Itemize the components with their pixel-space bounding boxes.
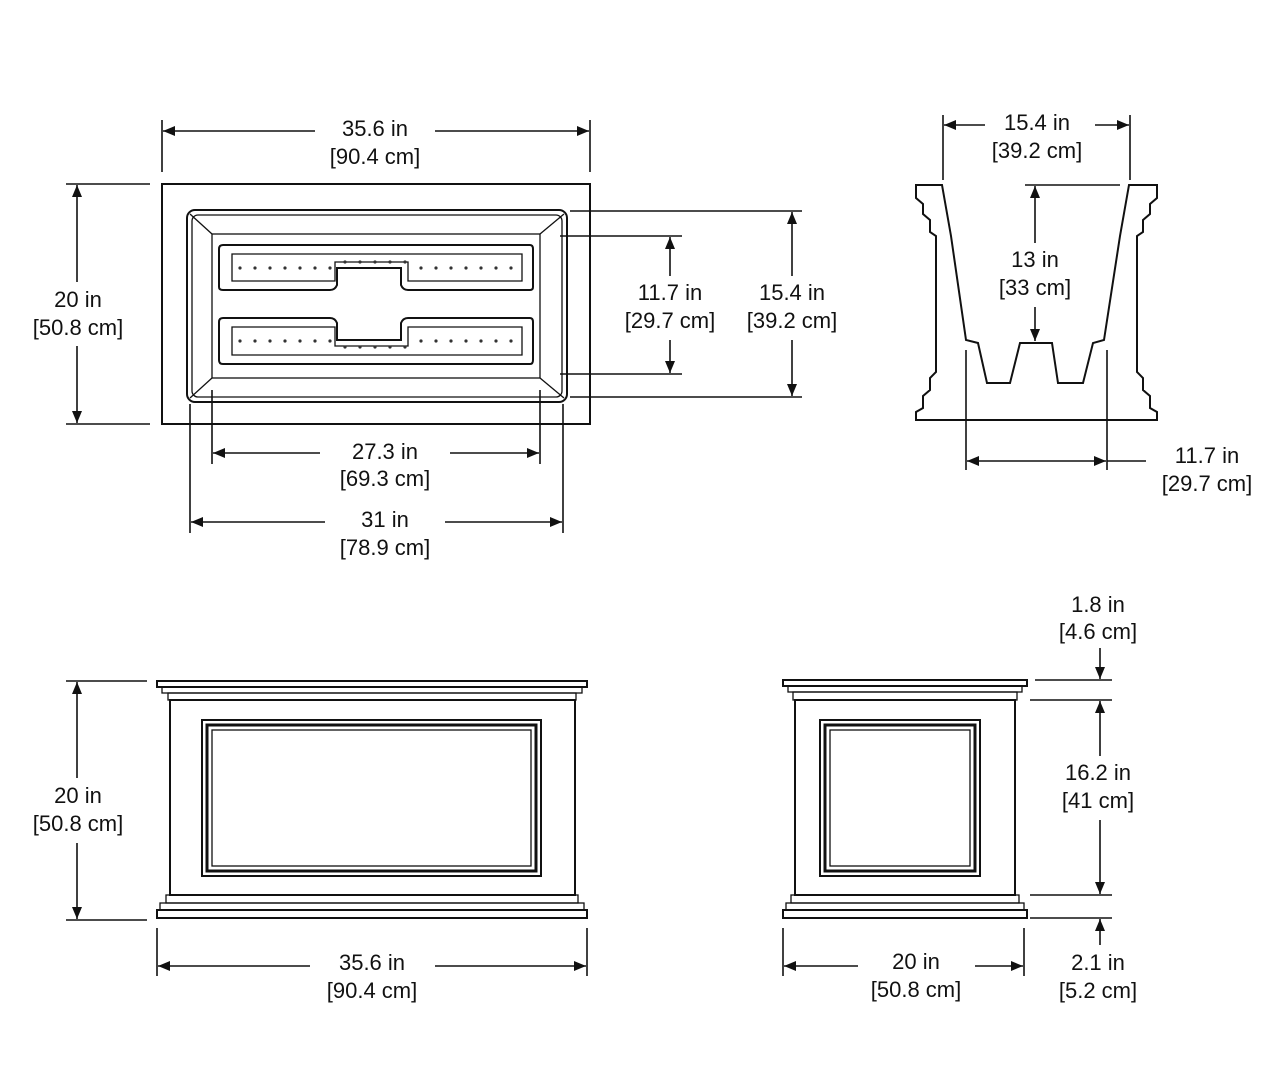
drain-hole <box>283 266 287 270</box>
side-body-cm: [41 cm] <box>1062 788 1134 813</box>
front-height-in: 20 in <box>54 783 102 808</box>
insert-outer-length-cm: [78.9 cm] <box>340 535 430 560</box>
drain-hole <box>464 266 468 270</box>
drain-hole <box>449 339 453 343</box>
side-width-in: 20 in <box>892 949 940 974</box>
drain-hole <box>268 266 272 270</box>
section-top-width-in: 15.4 in <box>1004 110 1070 135</box>
drain-hole <box>388 345 392 349</box>
section-depth-in: 13 in <box>1011 247 1059 272</box>
drain-hole <box>313 266 317 270</box>
side-base-in: 2.1 in <box>1071 950 1125 975</box>
drain-hole <box>253 266 257 270</box>
section-bottom-width-cm: [29.7 cm] <box>1162 471 1252 496</box>
drain-hole <box>403 345 407 349</box>
drain-hole <box>268 339 272 343</box>
front-length-cm: [90.4 cm] <box>327 978 417 1003</box>
drain-hole <box>419 339 423 343</box>
section-view <box>915 184 1158 421</box>
drain-hole <box>388 260 392 264</box>
top-length-cm: [90.4 cm] <box>330 144 420 169</box>
drain-hole <box>509 266 513 270</box>
front-view <box>156 680 588 919</box>
drain-hole <box>358 345 362 349</box>
section-top-width-cm: [39.2 cm] <box>992 138 1082 163</box>
drain-hole <box>358 260 362 264</box>
side-base-cm: [5.2 cm] <box>1059 978 1137 1003</box>
drain-hole <box>479 266 483 270</box>
drain-hole <box>494 339 498 343</box>
insert-inner-length-cm: [69.3 cm] <box>340 466 430 491</box>
top-width-cm: [50.8 cm] <box>33 315 123 340</box>
drain-hole <box>298 266 302 270</box>
side-body-in: 16.2 in <box>1065 760 1131 785</box>
front-length-in: 35.6 in <box>339 950 405 975</box>
drain-hole <box>464 339 468 343</box>
side-cap-cm: [4.6 cm] <box>1059 619 1137 644</box>
drain-hole <box>479 339 483 343</box>
drain-hole <box>419 266 423 270</box>
drain-hole <box>494 266 498 270</box>
drain-hole <box>313 339 317 343</box>
drain-hole <box>449 266 453 270</box>
insert-outer-length-in: 31 in <box>361 507 409 532</box>
insert-outer-width-in: 15.4 in <box>759 280 825 305</box>
side-view <box>782 679 1028 919</box>
top-width-in: 20 in <box>54 287 102 312</box>
drain-hole <box>253 339 257 343</box>
drain-hole <box>373 260 377 264</box>
side-view-dimensions: 1.8 in [4.6 cm] 16.2 in [41 cm] 2.1 in [… <box>782 592 1137 1003</box>
section-view-dimensions: 15.4 in [39.2 cm] 13 in [33 cm] 11.7 in … <box>942 110 1252 496</box>
drain-hole <box>373 345 377 349</box>
drain-hole <box>434 266 438 270</box>
section-depth-cm: [33 cm] <box>999 275 1071 300</box>
drain-hole <box>238 339 242 343</box>
drain-hole <box>509 339 513 343</box>
top-view <box>161 183 591 425</box>
top-length-in: 35.6 in <box>342 116 408 141</box>
drain-hole <box>298 339 302 343</box>
section-bottom-width-in: 11.7 in <box>1175 443 1239 468</box>
side-width-cm: [50.8 cm] <box>871 977 961 1002</box>
drain-holes <box>238 260 513 349</box>
insert-inner-width-in: 11.7 in <box>638 280 702 305</box>
top-view-dimensions: 35.6 in [90.4 cm] 20 in [50.8 cm] 11.7 i… <box>33 116 837 560</box>
drain-hole <box>343 345 347 349</box>
front-view-dimensions: 20 in [50.8 cm] 35.6 in [90.4 cm] <box>33 680 588 1003</box>
insert-inner-length-in: 27.3 in <box>352 439 418 464</box>
drain-hole <box>238 266 242 270</box>
front-height-cm: [50.8 cm] <box>33 811 123 836</box>
drain-hole <box>343 260 347 264</box>
insert-inner-width-cm: [29.7 cm] <box>625 308 715 333</box>
drain-hole <box>403 260 407 264</box>
insert-outer-width-cm: [39.2 cm] <box>747 308 837 333</box>
drain-hole <box>328 266 332 270</box>
drain-hole <box>434 339 438 343</box>
drain-hole <box>328 339 332 343</box>
side-cap-in: 1.8 in <box>1071 592 1125 617</box>
drain-hole <box>283 339 287 343</box>
